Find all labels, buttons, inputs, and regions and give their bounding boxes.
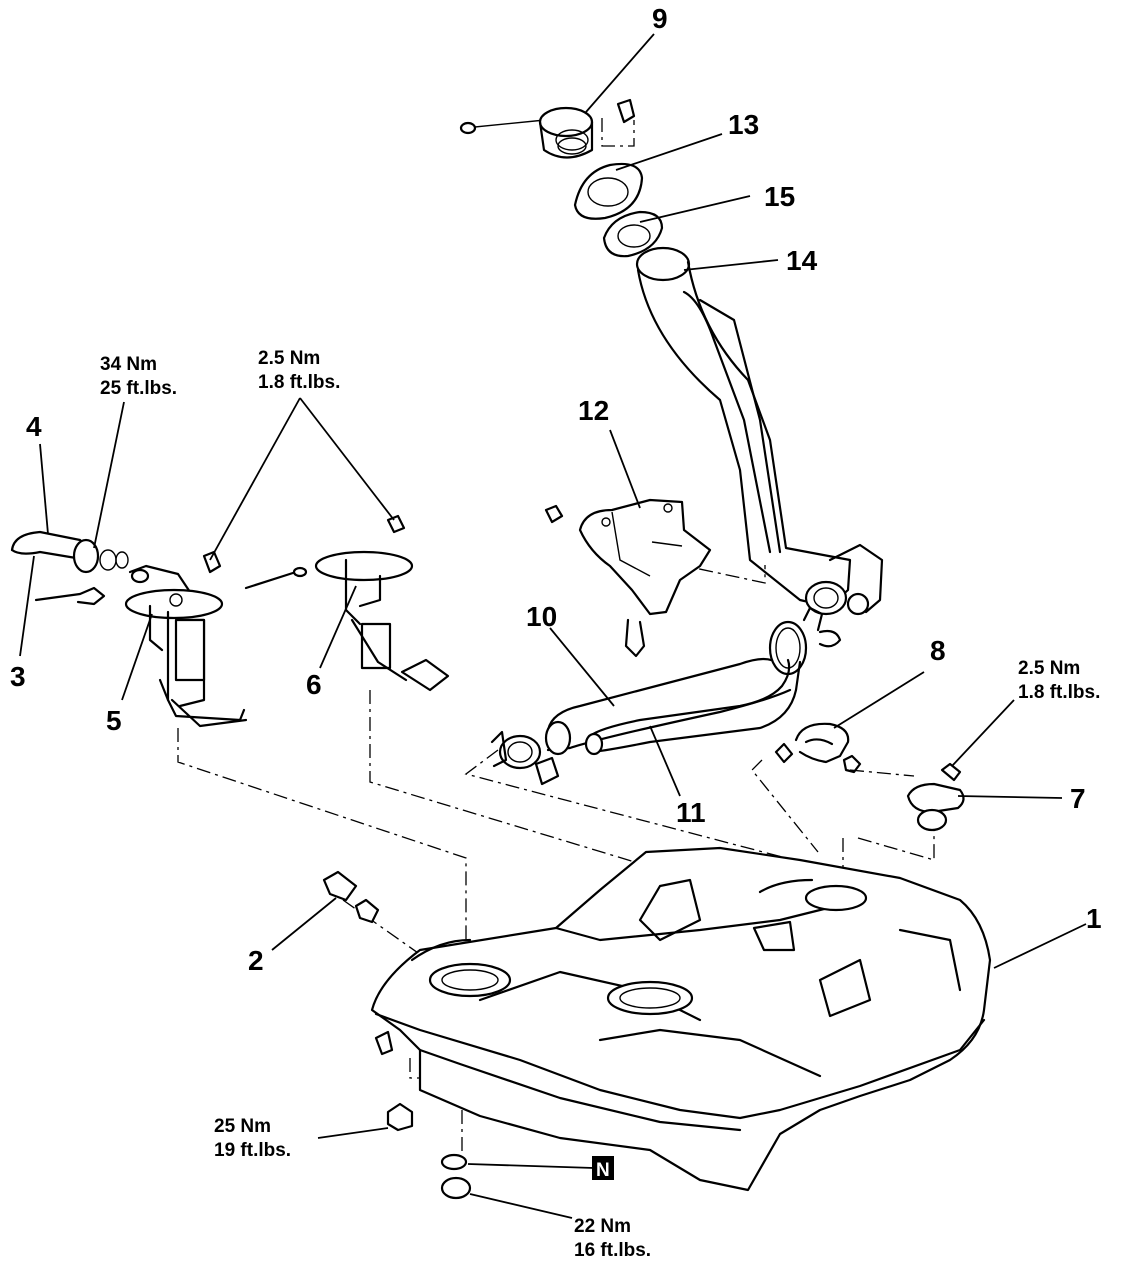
torque-labels: 34 Nm 25 ft.lbs. 2.5 Nm 1.8 ft.lbs. 2.5 …	[100, 348, 1100, 1261]
callout-9: 9	[652, 3, 668, 34]
fuel-filler-cap	[459, 98, 636, 159]
new-part-marker-label: N	[596, 1160, 610, 1181]
filler-neck-seal	[602, 210, 664, 258]
fuel-feed-hoses	[10, 530, 192, 606]
callout-4: 4	[26, 411, 42, 442]
torque-vent-valve-ftlbs: 1.8 ft.lbs.	[1018, 682, 1100, 703]
callout-numbers: 1 2 3 4 5 6 7 8 9 10 11 12 13 14 15	[10, 3, 1102, 976]
torque-pump-nut-ftlbs: 25 ft.lbs.	[100, 378, 177, 399]
callout-14: 14	[786, 245, 818, 276]
callout-5: 5	[106, 705, 122, 736]
torque-sender-screws-nm: 2.5 Nm	[258, 348, 320, 369]
leader-lines	[19, 33, 1087, 1219]
callout-7: 7	[1070, 783, 1086, 814]
torque-vent-valve-nm: 2.5 Nm	[1018, 658, 1080, 679]
torque-sender-screws-ftlbs: 1.8 ft.lbs.	[258, 372, 340, 393]
fuel-tank	[370, 846, 992, 1200]
torque-pump-nut-nm: 34 Nm	[100, 354, 157, 375]
callout-13: 13	[728, 109, 759, 140]
new-part-marker: N	[592, 1156, 614, 1181]
fuel-pump-assembly	[124, 550, 248, 728]
torque-tank-nut-ftlbs: 16 ft.lbs.	[574, 1240, 651, 1261]
filler-hose	[544, 606, 842, 756]
tank-bushings	[322, 870, 380, 924]
callout-11: 11	[676, 797, 706, 828]
callout-1: 1	[1086, 903, 1102, 934]
vent-hose	[774, 722, 862, 774]
callout-3: 3	[10, 661, 26, 692]
callout-2: 2	[248, 945, 264, 976]
filler-neck-pipe	[635, 246, 884, 616]
callout-10: 10	[526, 601, 557, 632]
fuel-level-sender	[244, 514, 450, 692]
callout-12: 12	[578, 395, 609, 426]
torque-tank-nut-nm: 22 Nm	[574, 1216, 631, 1237]
breather-hose	[584, 658, 802, 756]
fuel-vent-valve	[906, 762, 965, 832]
callout-8: 8	[930, 635, 946, 666]
filler-protector-bracket	[544, 498, 712, 658]
callout-15: 15	[764, 181, 795, 212]
torque-strap-bolt-nm: 25 Nm	[214, 1116, 271, 1137]
torque-strap-bolt-ftlbs: 19 ft.lbs.	[214, 1140, 291, 1161]
filler-neck-gasket	[573, 162, 644, 220]
callout-6: 6	[306, 669, 322, 700]
hose-clamps	[490, 730, 560, 786]
